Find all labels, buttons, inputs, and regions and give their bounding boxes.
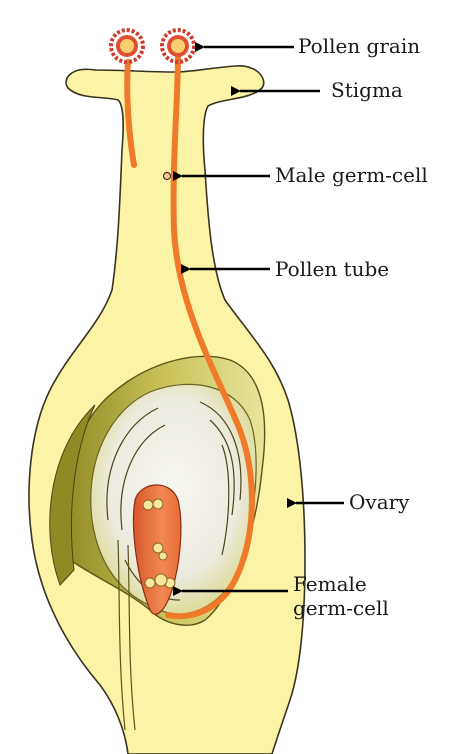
funiculus	[117, 539, 136, 731]
pollen-tube-short	[124, 59, 137, 168]
pollen-grain-left	[109, 28, 145, 64]
pollen-tube	[165, 52, 255, 620]
label-male-germ-cell: Male germ-cell	[275, 163, 428, 187]
leader-arrows	[173, 42, 344, 596]
label-ovary: Ovary	[349, 490, 410, 514]
pollen-grain-right	[160, 28, 196, 64]
label-pollen-tube: Pollen tube	[275, 257, 390, 281]
label-female-germ-cell: Female germ-cell	[293, 572, 453, 620]
label-stigma: Stigma	[331, 78, 403, 102]
label-female-germ-cell-line2: germ-cell	[293, 596, 389, 620]
label-pollen-grain: Pollen grain	[298, 34, 421, 58]
male-germ-cell	[162, 171, 172, 181]
label-female-germ-cell-line1: Female	[293, 572, 367, 596]
female-germ-cell-nuclei	[142, 498, 176, 589]
ovary-outer-layer	[49, 404, 96, 586]
